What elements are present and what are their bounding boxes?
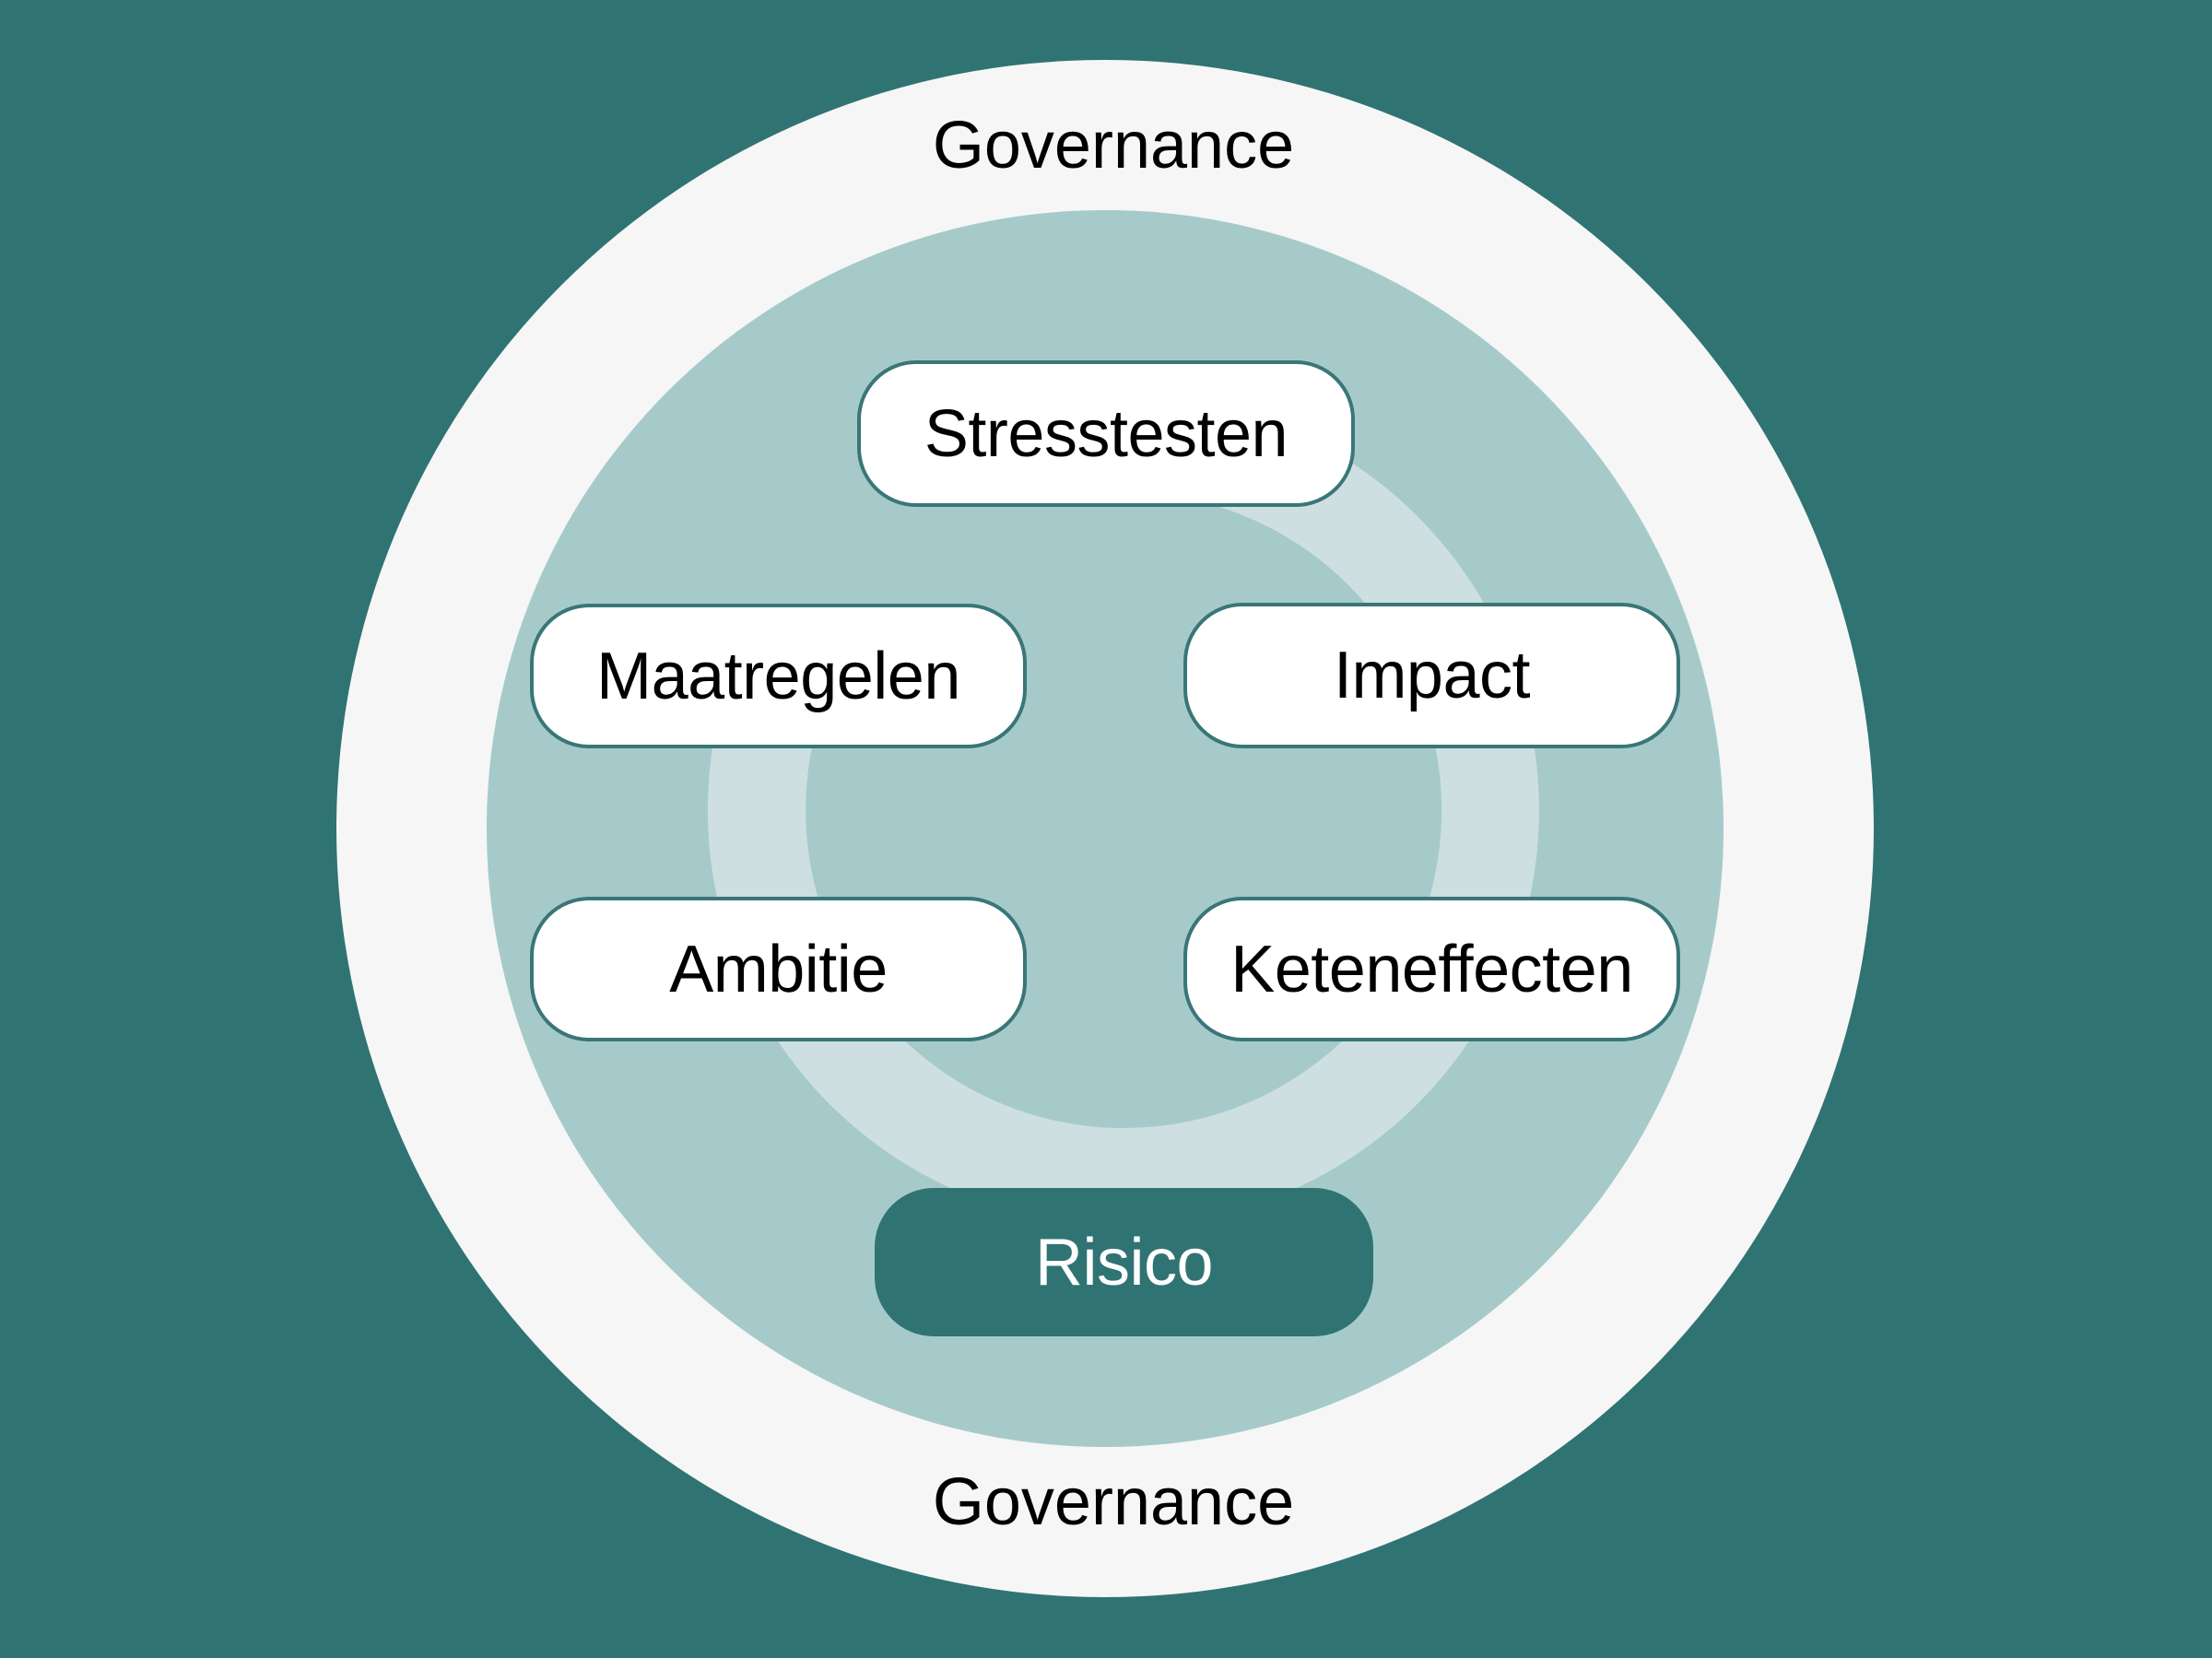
step-label: Stresstesten <box>924 396 1288 471</box>
step-maatregelen[interactable]: Maatregelen <box>530 604 1027 748</box>
step-label: Maatregelen <box>596 639 960 713</box>
core-label: Risico <box>1034 1225 1214 1299</box>
step-ambitie[interactable]: Ambitie <box>530 897 1027 1041</box>
step-label: Keteneffecten <box>1230 932 1633 1006</box>
step-keteneffecten[interactable]: Keteneffecten <box>1183 897 1680 1041</box>
step-impact[interactable]: Impact <box>1183 603 1680 748</box>
governance-label-top: Governance <box>932 109 1295 182</box>
step-stresstesten[interactable]: Stresstesten <box>857 360 1355 507</box>
core-risico[interactable]: Risico <box>875 1188 1373 1336</box>
governance-label-bottom: Governance <box>932 1465 1295 1539</box>
step-label: Ambitie <box>669 932 888 1006</box>
step-label: Impact <box>1333 639 1531 712</box>
